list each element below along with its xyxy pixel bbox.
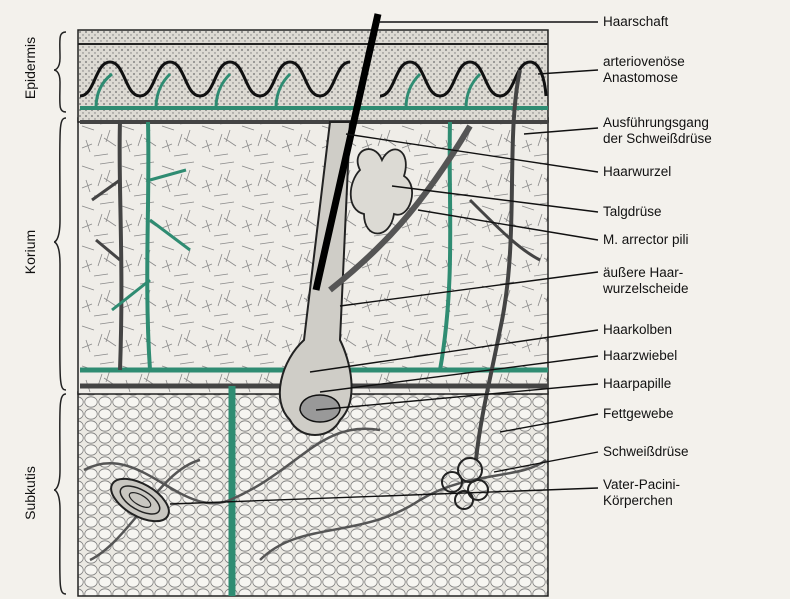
label-arrector-pili: M. arrector pili	[603, 232, 689, 248]
label-haarschaft: Haarschaft	[603, 14, 668, 30]
label-haarpapille: Haarpapille	[603, 376, 671, 392]
label-schweissdruese: Schweißdrüse	[603, 444, 689, 460]
epidermis-bracket	[54, 32, 66, 112]
label-haarwurzel: Haarwurzel	[603, 164, 671, 180]
layer-label-korium: Korium	[22, 192, 38, 312]
label-talgdruese: Talgdrüse	[603, 204, 662, 220]
label-haarwurzelscheide: äußere Haar-wurzelscheide	[603, 265, 689, 297]
layer-label-subkutis: Subkutis	[22, 433, 38, 553]
label-fettgewebe: Fettgewebe	[603, 406, 674, 422]
label-haarzwiebel: Haarzwiebel	[603, 348, 677, 364]
label-haarkolben: Haarkolben	[603, 322, 672, 338]
layer-label-epidermis: Epidermis	[22, 8, 38, 128]
korium-bracket	[54, 118, 66, 390]
subkutis-bracket	[54, 394, 66, 594]
label-pacini: Vater-Pacini-Körperchen	[603, 477, 680, 509]
